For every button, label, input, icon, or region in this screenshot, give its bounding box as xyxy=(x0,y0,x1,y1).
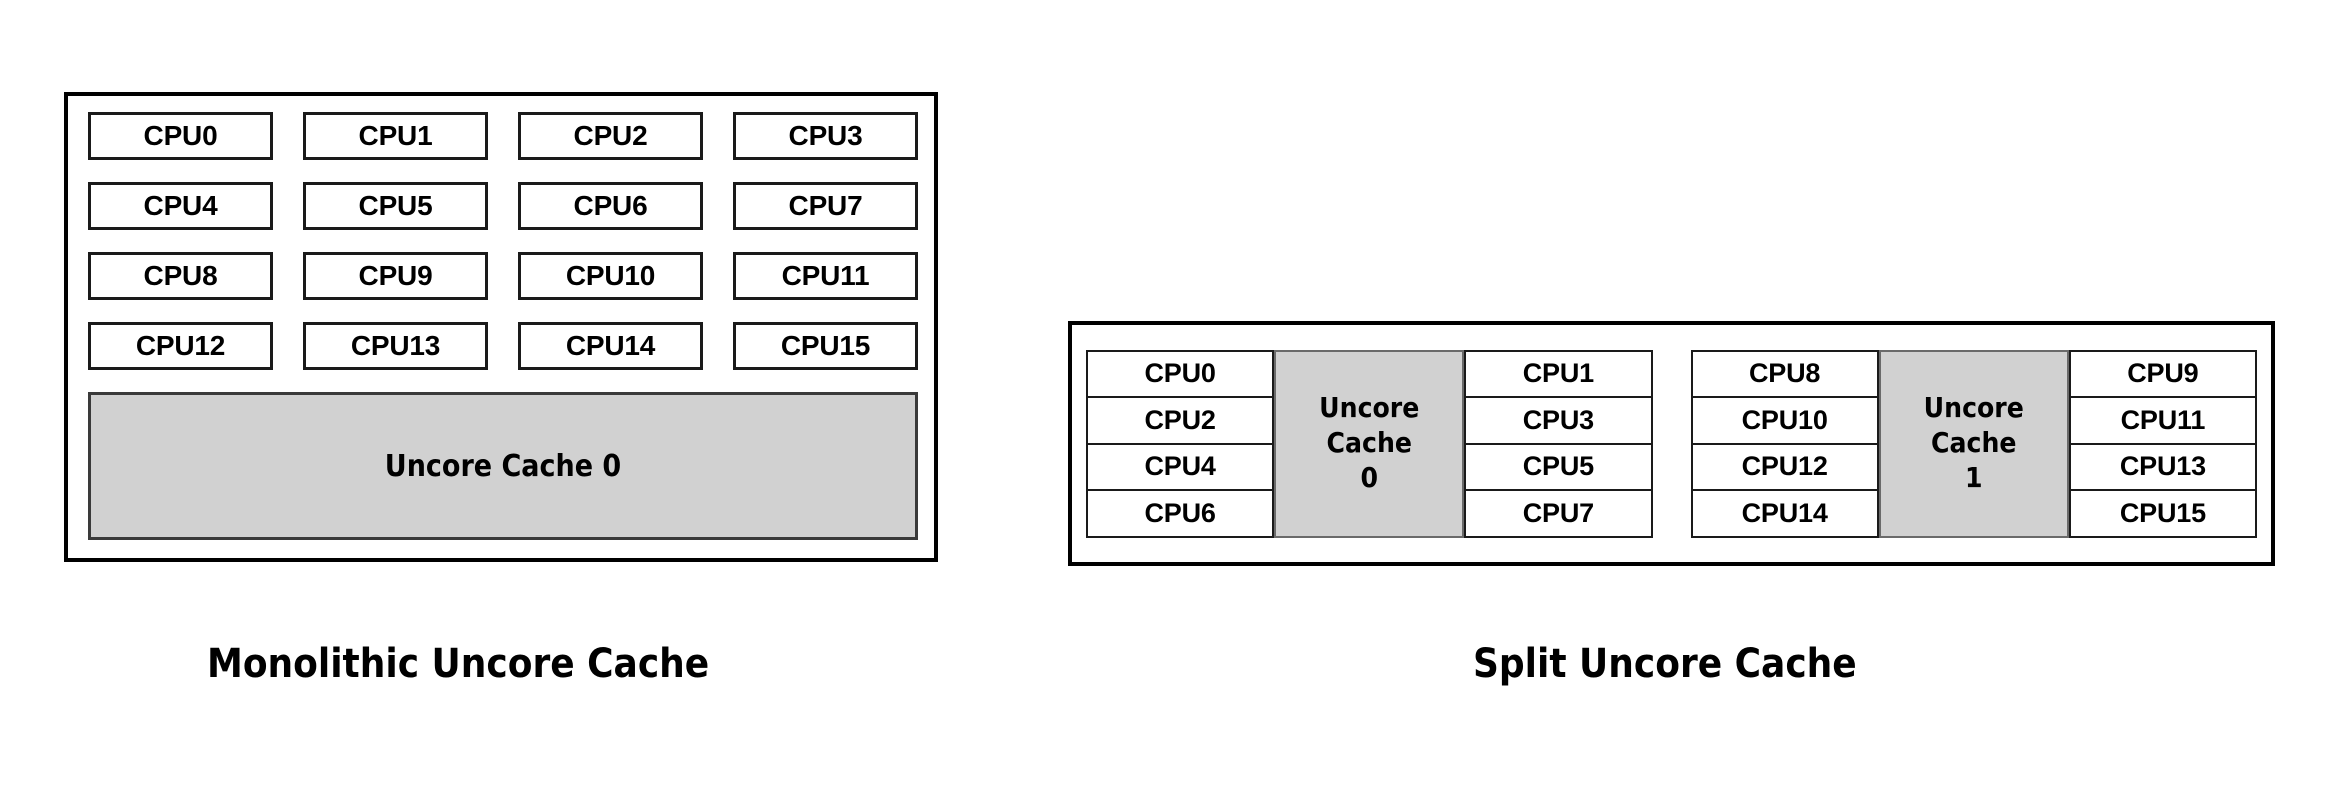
cpu-box: CPU10 xyxy=(518,252,703,300)
uncore-cache-label-line3: 0 xyxy=(1360,460,1379,494)
cpu-box: CPU13 xyxy=(2068,442,2257,491)
split-cpu-column-left-0: CPU0 CPU2 CPU4 CPU6 xyxy=(1086,349,1275,538)
cpu-box: CPU5 xyxy=(303,182,488,230)
monolithic-caption: Monolithic Uncore Cache xyxy=(207,641,710,687)
cpu-box: CPU11 xyxy=(733,252,918,300)
split-cpu-column-right-0: CPU1 CPU3 CPU5 CPU7 xyxy=(1464,349,1653,538)
uncore-cache-box: Uncore Cache 1 xyxy=(1878,349,2069,538)
cpu-box: CPU15 xyxy=(733,322,918,370)
cpu-box: CPU0 xyxy=(88,112,273,160)
cpu-box: CPU13 xyxy=(303,322,488,370)
cpu-box: CPU1 xyxy=(303,112,488,160)
cpu-box: CPU3 xyxy=(733,112,918,160)
cpu-box: CPU4 xyxy=(1086,442,1275,491)
cpu-box: CPU2 xyxy=(518,112,703,160)
split-uncore-cache-diagram: CPU0 CPU2 CPU4 CPU6 Uncore Cache 0 CPU1 … xyxy=(1068,321,2275,566)
cpu-box: CPU2 xyxy=(1086,396,1275,445)
cpu-box: CPU7 xyxy=(733,182,918,230)
cpu-box: CPU4 xyxy=(88,182,273,230)
uncore-cache-label-line2: Cache xyxy=(1931,426,2017,460)
monolithic-uncore-cache-diagram: CPU0 CPU1 CPU2 CPU3 CPU4 CPU5 CPU6 CPU7 … xyxy=(64,92,938,562)
cpu-box: CPU1 xyxy=(1464,349,1653,398)
cpu-box: CPU9 xyxy=(303,252,488,300)
cpu-box: CPU3 xyxy=(1464,396,1653,445)
cpu-box: CPU0 xyxy=(1086,349,1275,398)
uncore-cache-label-line3: 1 xyxy=(1964,460,1983,494)
cpu-box: CPU12 xyxy=(88,322,273,370)
cpu-box: CPU7 xyxy=(1464,489,1653,538)
cpu-box: CPU8 xyxy=(1690,349,1879,398)
cpu-box: CPU15 xyxy=(2068,489,2257,538)
cpu-box: CPU10 xyxy=(1690,396,1879,445)
uncore-cache-label-line1: Uncore xyxy=(1319,391,1420,425)
cpu-box: CPU6 xyxy=(518,182,703,230)
uncore-cache-box: Uncore Cache 0 xyxy=(1274,349,1465,538)
uncore-cache-box: Uncore Cache 0 xyxy=(88,392,918,540)
cpu-box: CPU11 xyxy=(2068,396,2257,445)
cpu-box: CPU8 xyxy=(88,252,273,300)
cpu-box: CPU6 xyxy=(1086,489,1275,538)
split-group-1: CPU8 CPU10 CPU12 CPU14 Uncore Cache 1 CP… xyxy=(1690,349,2257,538)
cpu-box: CPU9 xyxy=(2068,349,2257,398)
cpu-box: CPU12 xyxy=(1690,442,1879,491)
cpu-box: CPU14 xyxy=(1690,489,1879,538)
uncore-cache-label-line1: Uncore xyxy=(1923,391,2024,425)
cpu-box: CPU5 xyxy=(1464,442,1653,491)
split-cpu-column-right-1: CPU9 CPU11 CPU13 CPU15 xyxy=(2068,349,2257,538)
split-group-0: CPU0 CPU2 CPU4 CPU6 Uncore Cache 0 CPU1 … xyxy=(1086,349,1653,538)
split-caption: Split Uncore Cache xyxy=(1473,641,1857,687)
monolithic-cpu-grid: CPU0 CPU1 CPU2 CPU3 CPU4 CPU5 CPU6 CPU7 … xyxy=(88,112,918,370)
uncore-cache-label-line2: Cache xyxy=(1326,426,1412,460)
split-cpu-column-left-1: CPU8 CPU10 CPU12 CPU14 xyxy=(1690,349,1879,538)
cpu-box: CPU14 xyxy=(518,322,703,370)
